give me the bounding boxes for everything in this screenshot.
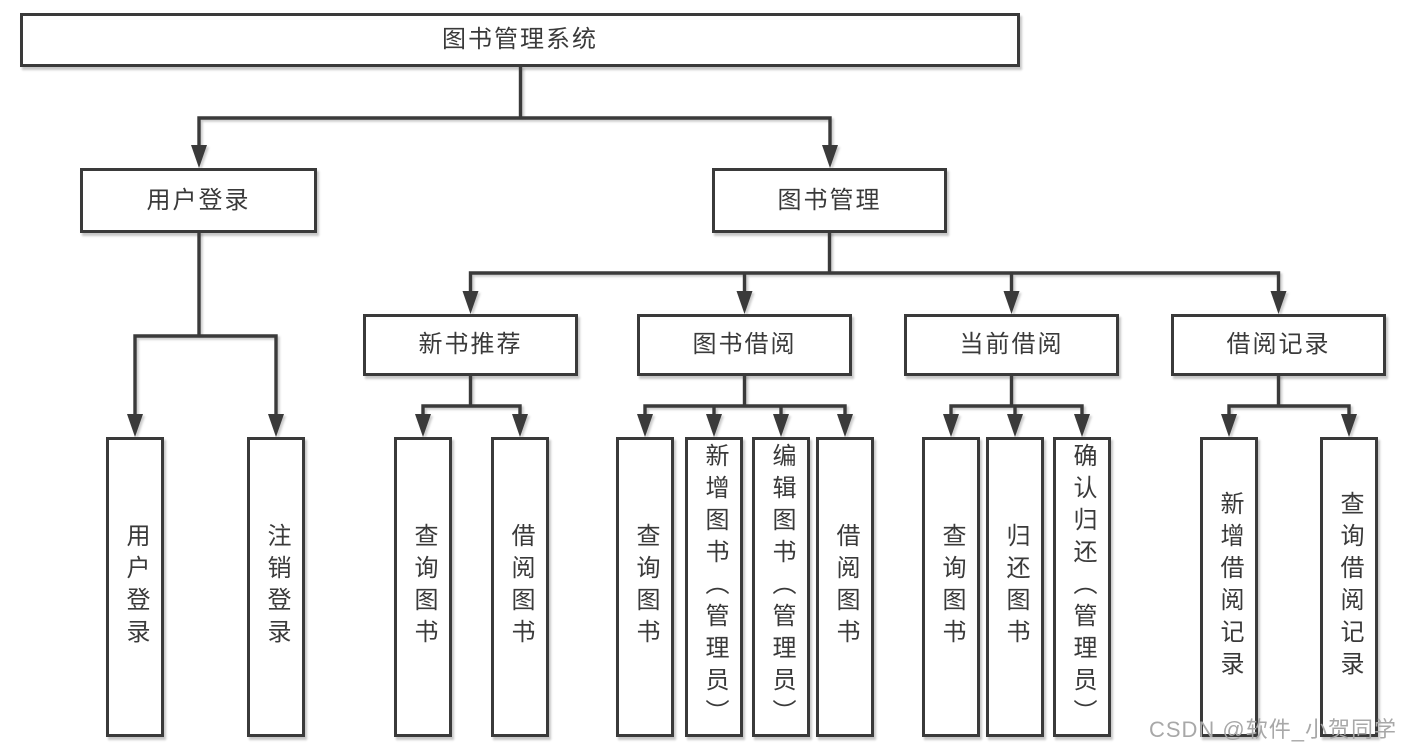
connector-book-management-children: [462, 231, 1287, 314]
leaf-add-borrow-record: 新增借阅记录: [1200, 437, 1258, 737]
connector-root-to-level2: [191, 66, 838, 168]
node-book-borrow: 图书借阅: [637, 314, 852, 376]
node-current-borrow: 当前借阅: [904, 314, 1119, 376]
leaf-add-book-admin: 新增图书（管理员）: [685, 437, 743, 737]
connector-user-login-children: [127, 231, 284, 437]
leaf-logout-label: 注销登录: [263, 523, 290, 651]
watermark: CSDN @软件_小贺同学: [1148, 717, 1397, 742]
node-user-login: 用户登录: [80, 168, 317, 233]
node-book-management-label: 图书管理: [777, 186, 882, 214]
leaf-add-borrow-record-label: 新增借阅记录: [1216, 491, 1243, 683]
leaf-logout: 注销登录: [247, 437, 305, 737]
leaf-user-login: 用户登录: [106, 437, 164, 737]
connector-book-borrow-children: [637, 374, 853, 437]
node-book-management: 图书管理: [712, 168, 947, 233]
node-user-login-label: 用户登录: [146, 186, 251, 214]
leaf-return-book-label: 归还图书: [1002, 523, 1029, 651]
leaf-query-books-current: 查询图书: [922, 437, 980, 737]
leaf-borrow-books: 借阅图书: [816, 437, 874, 737]
node-new-book-recommend: 新书推荐: [363, 314, 578, 376]
leaf-add-book-admin-label: 新增图书（管理员）: [701, 443, 728, 731]
node-root: 图书管理系统: [20, 13, 1020, 67]
node-current-borrow-label: 当前借阅: [959, 331, 1064, 358]
leaf-user-login-label: 用户登录: [122, 523, 149, 651]
node-borrow-records: 借阅记录: [1171, 314, 1386, 376]
leaf-edit-book-admin: 编辑图书（管理员）: [752, 437, 810, 737]
node-root-label: 图书管理系统: [442, 26, 598, 53]
leaf-confirm-return-admin: 确认归还（管理员）: [1053, 437, 1111, 737]
leaf-edit-book-admin-label: 编辑图书（管理员）: [768, 443, 795, 731]
leaf-borrow-books-recommend-label: 借阅图书: [507, 523, 534, 651]
leaf-query-books-recommend-label: 查询图书: [410, 523, 437, 651]
connector-borrow-records-children: [1221, 374, 1357, 437]
leaf-query-books-recommend: 查询图书: [394, 437, 452, 737]
node-book-borrow-label: 图书借阅: [692, 331, 797, 358]
leaf-query-books-current-label: 查询图书: [938, 523, 965, 651]
leaf-query-borrow-record: 查询借阅记录: [1320, 437, 1378, 737]
node-borrow-records-label: 借阅记录: [1226, 331, 1331, 358]
node-new-book-recommend-label: 新书推荐: [418, 331, 523, 358]
leaf-query-books-borrow: 查询图书: [616, 437, 674, 737]
leaf-borrow-books-label: 借阅图书: [832, 523, 859, 651]
leaf-borrow-books-recommend: 借阅图书: [491, 437, 549, 737]
leaf-query-borrow-record-label: 查询借阅记录: [1336, 491, 1363, 683]
connector-new-book-recommend-children: [415, 374, 528, 437]
connector-current-borrow-children: [943, 374, 1090, 437]
leaf-confirm-return-admin-label: 确认归还（管理员）: [1069, 443, 1096, 731]
leaf-query-books-borrow-label: 查询图书: [632, 523, 659, 651]
leaf-return-book: 归还图书: [986, 437, 1044, 737]
